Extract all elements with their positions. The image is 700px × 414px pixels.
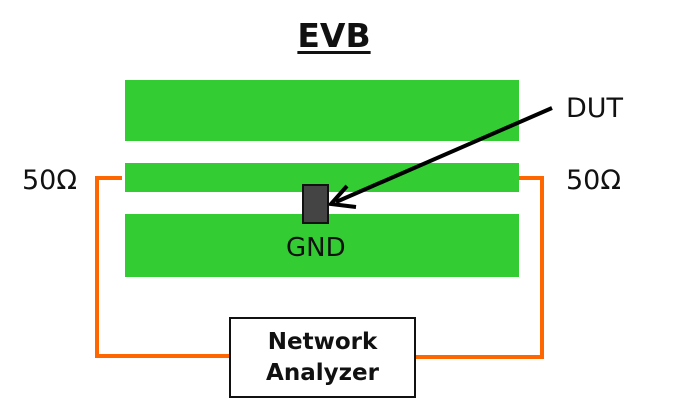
ground-plane-bottom — [125, 214, 519, 277]
dut-arrow — [326, 106, 553, 209]
network-analyzer-box: Network Analyzer — [229, 317, 416, 398]
network-analyzer-label-line1: Network — [267, 328, 378, 355]
right-cable — [416, 176, 544, 359]
network-analyzer-label-line2: Analyzer — [266, 359, 379, 386]
dut-arrow-line — [335, 106, 553, 204]
port-left-impedance-label: 50Ω — [22, 165, 77, 196]
ground-plane-top — [125, 80, 519, 141]
port-right-impedance-label: 50Ω — [566, 165, 621, 196]
dut-label: DUT — [566, 93, 624, 124]
dut-arrow-head — [326, 184, 357, 209]
gnd-label: GND — [286, 233, 346, 263]
left-cable — [95, 176, 229, 358]
dut-chip — [302, 184, 329, 224]
diagram-title: EVB — [297, 16, 371, 55]
